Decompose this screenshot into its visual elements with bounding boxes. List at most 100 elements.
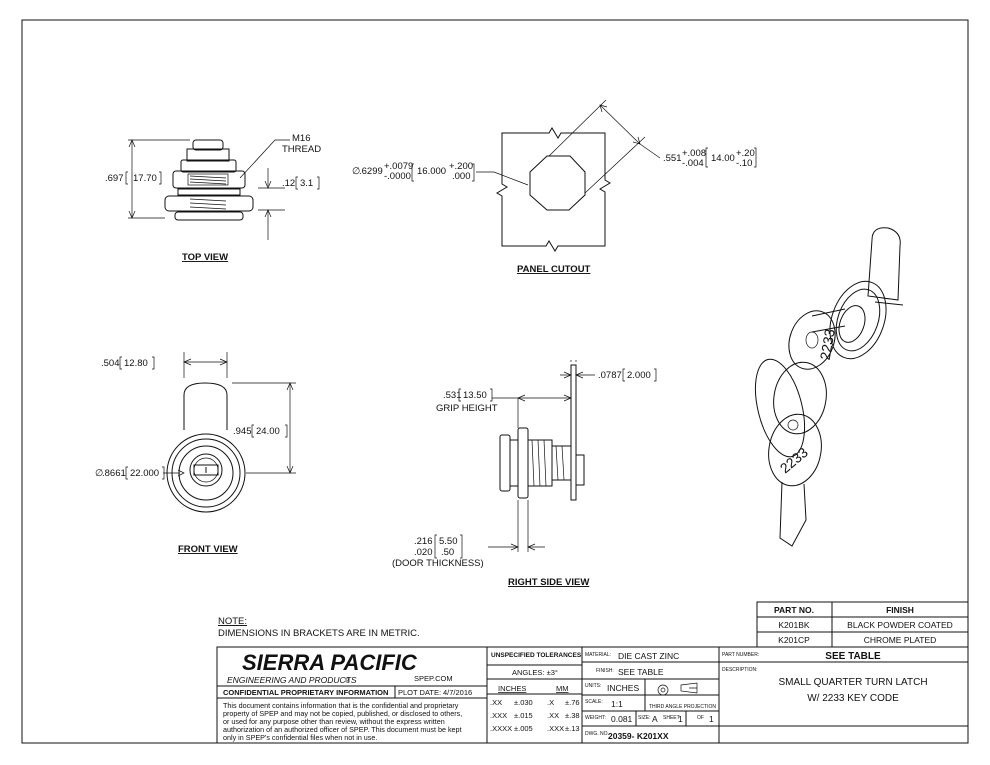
- cutout-flat-mm-minus: -.10: [736, 158, 752, 169]
- size-label: SIZE:: [638, 715, 651, 721]
- parts-row-partno: K201CP: [778, 635, 810, 645]
- right-view-title: RIGHT SIDE VIEW: [508, 577, 589, 588]
- tolerance-cell: .XXXX: [490, 724, 512, 733]
- tolerance-cell: ±.76: [565, 698, 580, 707]
- cutout-flat-in: .551: [663, 153, 682, 164]
- front-view-title: FRONT VIEW: [178, 544, 238, 555]
- sheet-border: [21, 19, 969, 744]
- parts-row-finish: BLACK POWDER COATED: [847, 620, 953, 630]
- front-dia-in: .8661: [102, 468, 126, 479]
- tolerance-cell: .XXX: [490, 711, 507, 720]
- cutout-flat-tol-minus: -.004: [682, 158, 704, 169]
- tolerance-angles: ANGLES: ±3°: [512, 668, 558, 677]
- part-number-value: SEE TABLE: [825, 651, 881, 662]
- part-number-label: PART NUMBER:: [722, 652, 759, 658]
- confidential-line: This document contains information that …: [223, 701, 459, 710]
- tolerance-cell: .XX: [547, 711, 559, 720]
- title-block: [216, 646, 969, 744]
- front-height-mm: 24.00: [256, 426, 280, 437]
- cutout-dia-in: .6299: [359, 166, 383, 177]
- tolerance-cell: .XX: [490, 698, 502, 707]
- tolerance-inches-head: INCHES: [498, 684, 526, 693]
- front-dia-mm: 22.000: [130, 468, 159, 479]
- confidential-line: or used for any purpose other than revie…: [223, 717, 445, 726]
- tolerance-cell: .X: [547, 698, 554, 707]
- plot-date-label: PLOT DATE:: [398, 688, 441, 697]
- of-label: OF: [697, 715, 704, 721]
- cutout-dia-tol-plus: +.0079: [384, 161, 413, 172]
- material-label: MATERIAL:: [585, 652, 611, 658]
- material-value: DIE CAST ZINC: [618, 651, 679, 661]
- top-thread-label: M16: [292, 133, 310, 144]
- sheet-total: 1: [709, 714, 714, 724]
- right-door-min-in: .020: [414, 547, 433, 558]
- right-door-label: (DOOR THICKNESS): [392, 558, 484, 569]
- right-thick-mm: 2.000: [627, 370, 651, 381]
- sheet-value: 1: [678, 714, 683, 724]
- front-dia-sym: ∅: [95, 468, 103, 479]
- tolerance-mm-head: MM: [556, 684, 569, 693]
- front-view: [163, 352, 296, 513]
- front-height-in: .945: [233, 426, 252, 437]
- panel-cutout-title: PANEL CUTOUT: [517, 264, 591, 275]
- cutout-dia-mm-minus: .000: [452, 171, 471, 182]
- plot-date: 4/7/2016: [443, 688, 472, 697]
- front-width-mm: 12.80: [124, 358, 148, 369]
- cutout-dia-mm-plus: +.200: [449, 161, 473, 172]
- parts-row-finish: CHROME PLATED: [864, 635, 937, 645]
- description-line-2: W/ 2233 KEY CODE: [807, 693, 899, 704]
- iso-latch-image: [754, 227, 904, 547]
- iso-key-code-1: 2233: [817, 327, 838, 361]
- description-label: DESCRIPTION:: [722, 667, 758, 673]
- right-grip-label: GRIP HEIGHT: [436, 403, 498, 414]
- scale-value: 1:1: [611, 699, 623, 709]
- note-title: NOTE:: [218, 616, 247, 627]
- top-view: [128, 139, 290, 240]
- tolerance-cell: ±.005: [514, 724, 533, 733]
- tolerance-cell: .XXX: [547, 724, 564, 733]
- registered-mark: ®: [345, 677, 351, 685]
- front-width-in: .504: [101, 358, 120, 369]
- cutout-flat-mm: 14.00: [711, 153, 735, 164]
- right-side-view: [488, 360, 595, 552]
- finish-label: FINISH:: [596, 668, 614, 674]
- top-thread-label-2: THREAD: [282, 144, 321, 155]
- company-website: SPEP.COM: [414, 674, 453, 683]
- cutout-flat-tol-plus: +.008: [682, 148, 706, 159]
- tolerance-cell: ±.13: [565, 724, 580, 733]
- top-height-dim-mm: 17.70: [133, 173, 157, 184]
- confidential-line: property of SPEP and may not be copied, …: [223, 709, 462, 718]
- weight-value: 0.081: [611, 714, 633, 724]
- cutout-dia-sym: ∅: [352, 166, 360, 177]
- parts-row-partno: K201BK: [778, 620, 810, 630]
- finish-value: SEE TABLE: [618, 667, 664, 677]
- tolerance-cell: ±.015: [514, 711, 533, 720]
- right-door-max-mm: 5.50: [439, 536, 458, 547]
- right-door-min-mm: .50: [441, 547, 454, 558]
- projection-label: THIRD ANGLE PROJECTION: [649, 704, 716, 710]
- tolerance-cell: ±.030: [514, 698, 533, 707]
- right-grip-in: .531: [443, 390, 462, 401]
- company-subtitle: ENGINEERING AND PRODUCTS: [227, 675, 357, 685]
- cutout-flat-mm-plus: +.20: [736, 148, 755, 159]
- confidential-line: authorization of an authorized officer o…: [223, 725, 462, 734]
- description-line-1: SMALL QUARTER TURN LATCH: [778, 677, 927, 688]
- drawing-number-label: DWG. NO.: [585, 731, 609, 737]
- top-lip-dim: .12: [282, 178, 295, 189]
- size-value: A: [652, 714, 658, 724]
- top-lip-dim-mm: 3.1: [300, 178, 313, 189]
- parts-header-finish: FINISH: [886, 605, 914, 615]
- right-door-max-in: .216: [414, 536, 433, 547]
- tolerance-cell: ±.38: [565, 711, 580, 720]
- iso-key-code-2: 2233: [777, 444, 811, 476]
- cutout-dia-mm: 16.000: [417, 166, 446, 177]
- parts-header-partno: PART NO.: [774, 605, 814, 615]
- drawing-number: 20359- K201XX: [608, 731, 669, 741]
- sheet-label: SHEET: [663, 715, 680, 721]
- tolerance-title: UNSPECIFIED TOLERANCES: [491, 652, 582, 659]
- top-view-title: TOP VIEW: [182, 252, 228, 263]
- right-grip-mm: 13.50: [463, 390, 487, 401]
- right-thick-in: .0787: [598, 370, 622, 381]
- confidential-line: only in SPEP's confidential files when n…: [223, 733, 377, 742]
- scale-label: SCALE:: [585, 699, 603, 705]
